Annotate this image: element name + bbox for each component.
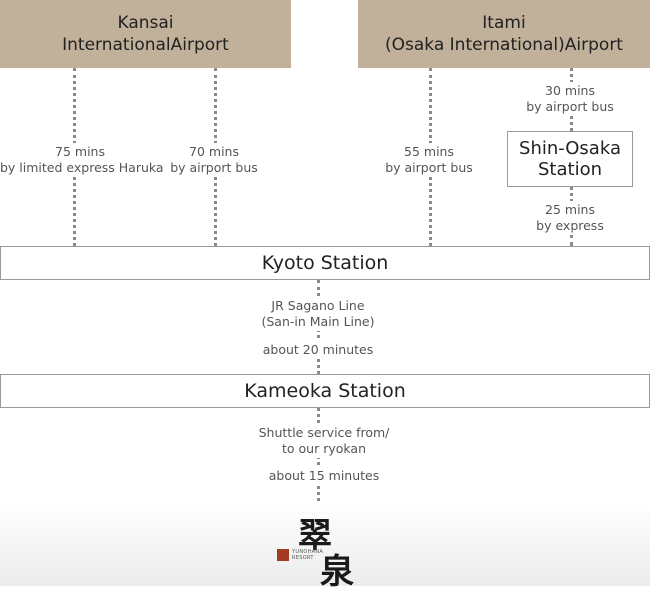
route-time: 55 mins [404,144,454,159]
kameoka-station-box: Kameoka Station [0,374,650,408]
logo-kanji-1: 翠 [298,516,332,556]
resort-mark-line1: YUNOHANA [292,549,324,555]
route-mode: by limited express Haruka [0,160,164,175]
route-mode: by airport bus [170,160,258,175]
jr-line-duration: about 20 minutes [253,341,383,359]
jr-line-duration-text: about 20 minutes [262,342,374,357]
route-label-shinosaka-kyoto: 25 mins by express [527,201,613,235]
route-time: 30 mins [545,83,595,98]
resort-mark-icon [277,549,289,561]
shin-osaka-line2: Station [538,159,602,180]
route-mode: by airport bus [385,160,473,175]
shin-osaka-line1: Shin-Osaka [519,138,621,159]
jr-line-subname: (San-in Main Line) [261,314,375,329]
shin-osaka-station-box: Shin-Osaka Station [507,131,633,187]
kansai-airport-name-line1: Kansai [117,13,174,33]
kyoto-station-box: Kyoto Station [0,246,650,280]
kansai-airport-box: Kansai InternationalAirport [0,0,291,68]
resort-mark-line2: RESORT [292,555,314,561]
kyoto-station-label: Kyoto Station [261,252,389,274]
route-time: 70 mins [189,144,239,159]
route-time: 25 mins [545,202,595,217]
shuttle-duration: about 15 minutes [253,467,395,485]
route-label-haruka: 75 mins by limited express Haruka [0,143,164,177]
resort-mark-text: YUNOHANA RESORT [292,549,323,561]
route-label-itami-bus: 55 mins by airport bus [381,143,477,177]
itami-airport-name-line1: Itami [482,13,526,33]
shuttle-duration-text: about 15 minutes [268,468,380,483]
logo-kanji-2: 泉 [320,552,354,592]
route-time: 75 mins [55,144,105,159]
kameoka-station-label: Kameoka Station [244,380,406,402]
jr-line-label: JR Sagano Line (San-in Main Line) [253,297,383,331]
jr-line-name: JR Sagano Line [271,298,365,313]
kansai-airport-name-line2: InternationalAirport [62,35,229,55]
resort-mark: YUNOHANA RESORT [277,549,323,561]
route-mode: by airport bus [526,99,614,114]
shuttle-label: Shuttle service from/ to our ryokan [253,424,395,458]
itami-airport-name-line2: (Osaka International)Airport [385,35,623,55]
route-label-itami-shinosaka: 30 mins by airport bus [522,82,618,116]
shuttle-line1: Shuttle service from/ [258,425,390,440]
itami-airport-box: Itami (Osaka International)Airport [358,0,650,68]
shuttle-line2: to our ryokan [282,441,366,456]
route-mode: by express [536,218,604,233]
resort-footer [0,501,650,586]
route-label-kansai-bus: 70 mins by airport bus [166,143,262,177]
